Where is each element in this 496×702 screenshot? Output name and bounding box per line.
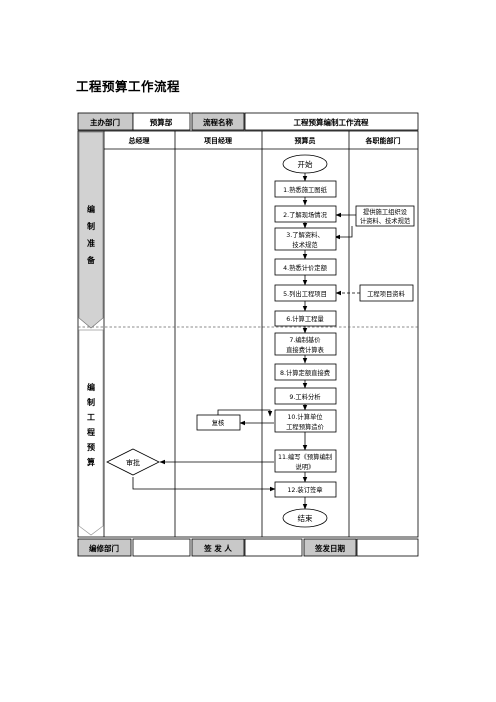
dept-value-cell <box>132 112 191 131</box>
step-9-box <box>274 387 337 405</box>
page-title: 工程预算工作流程 <box>76 79 181 94</box>
step-11-box <box>274 449 337 473</box>
start-node <box>282 154 328 174</box>
end-node <box>282 508 328 528</box>
dept-info-label: 计资料、技术规范 <box>360 216 411 225</box>
step-6-box <box>274 310 337 327</box>
swimlane-grid <box>77 130 419 538</box>
issuer-value-cell <box>244 538 303 557</box>
step-6-label: 6.计算工程量 <box>286 314 324 323</box>
lane-header-pm: 项目经理 <box>204 136 232 145</box>
approve-diamond <box>106 448 160 476</box>
step-2-label: 2.了解现场情况 <box>283 210 327 219</box>
approve-label: 审批 <box>126 458 140 467</box>
date-label-cell <box>303 538 357 557</box>
flow-value: 工程预算编制工作流程 <box>294 117 369 127</box>
step-9-label: 9.工料分析 <box>289 392 321 401</box>
step-4-label: 4.熟悉计价定额 <box>283 263 327 272</box>
step-12-box <box>274 481 337 498</box>
phase-1-arrow <box>78 131 104 329</box>
step-10-box <box>274 409 337 433</box>
step-3-box <box>274 227 337 251</box>
phase-2-label: 编 制 工 程 预 算 <box>87 382 95 467</box>
phase-1-label: 编 制 准 备 <box>86 204 96 265</box>
phase-2-char: 工 <box>87 413 95 422</box>
step-1-box <box>274 180 337 198</box>
step-10-label: 工程预算造价 <box>286 422 324 431</box>
step-11-label: 11.编写《预算编制 <box>278 452 332 461</box>
step-11-label: 说明》 <box>296 462 315 471</box>
editor-label: 编修部门 <box>89 543 119 553</box>
dept-info-box <box>355 205 415 227</box>
editor-value-cell <box>132 538 191 557</box>
footer-row: 编修部门 签 发 人 签发日期 <box>77 538 419 557</box>
phase-1-char: 制 <box>87 221 95 231</box>
header-row: 主办部门 预算部 流程名称 工程预算编制工作流程 <box>77 112 419 131</box>
dept-label: 主办部门 <box>90 117 120 127</box>
dept-project-label: 工程项目资料 <box>367 289 405 298</box>
lane-header-depts: 各职能部门 <box>365 136 401 145</box>
dept-info-label: 提供施工组织设 <box>363 207 408 216</box>
step-labels: 1.熟悉施工图纸 2.了解现场情况 3.了解资料、 技术规范 4.熟悉计价定额 … <box>212 185 411 494</box>
step-3-label: 技术规范 <box>292 240 318 249</box>
step-12-label: 12.装订签章 <box>287 485 322 494</box>
phase-2-char: 制 <box>87 397 95 407</box>
connectors <box>132 173 360 510</box>
dept-value: 预算部 <box>150 117 173 127</box>
phase-2-char: 算 <box>87 457 95 467</box>
flow-value-cell <box>244 112 419 131</box>
start-label: 开始 <box>298 159 313 169</box>
process-boxes <box>196 180 415 498</box>
phase-2-char: 编 <box>87 382 95 392</box>
phase-2-char: 预 <box>87 442 95 452</box>
end-label: 结束 <box>298 513 313 523</box>
date-label: 签发日期 <box>314 543 345 553</box>
phase-1-char: 编 <box>87 204 95 214</box>
editor-label-cell <box>77 538 132 557</box>
date-value-cell <box>356 538 419 557</box>
step-7-label: 7.编制基价 <box>289 335 321 344</box>
step-8-box <box>274 363 337 381</box>
step-7-label: 直接费计算表 <box>286 345 324 354</box>
phase-2-char: 程 <box>87 427 95 437</box>
phase-2-arrow <box>78 329 104 536</box>
step-2-box <box>274 205 337 223</box>
step-5-box <box>274 284 337 302</box>
step-3-label: 3.了解资料、 <box>286 230 324 239</box>
lane-headers: 总经理 项目经理 预算员 各职能部门 <box>129 136 401 145</box>
step-1-label: 1.熟悉施工图纸 <box>283 185 327 194</box>
step-10-label: 10.计算单位 <box>287 412 323 421</box>
phase-1-char: 备 <box>86 255 96 265</box>
flow-label-cell <box>191 112 245 131</box>
lane-header-budgeter: 预算员 <box>295 136 316 145</box>
review-label: 复核 <box>212 418 225 427</box>
issuer-label-cell <box>191 538 245 557</box>
step-4-box <box>274 258 337 276</box>
step-8-label: 8.计算定额直接费 <box>280 368 330 377</box>
flow-label: 流程名称 <box>203 117 233 127</box>
review-box <box>196 414 241 431</box>
phase-1-char: 准 <box>87 238 95 248</box>
step-5-label: 5.列出工程项目 <box>283 289 327 298</box>
dept-project-box <box>359 284 414 302</box>
issuer-label: 签 发 人 <box>203 543 232 553</box>
lane-header-gm: 总经理 <box>129 136 150 145</box>
step-7-box <box>274 332 337 356</box>
